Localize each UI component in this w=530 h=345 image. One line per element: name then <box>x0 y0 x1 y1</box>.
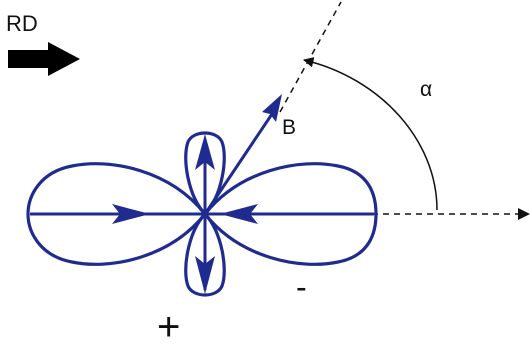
reference-axis-arrowhead <box>518 208 530 220</box>
rd-label: RD <box>6 11 38 36</box>
right-lobe <box>203 162 378 266</box>
b-vector-line <box>203 113 274 215</box>
left-lobe <box>26 162 207 266</box>
right-lobe-arrowhead <box>220 204 258 224</box>
top-lobe <box>184 131 226 216</box>
angle-arc-arrow-icon <box>302 57 438 211</box>
alpha-label: α <box>420 78 432 101</box>
b-label: B <box>282 116 296 139</box>
left-lobe-arrowhead <box>112 204 150 224</box>
minus-label: - <box>296 269 307 305</box>
bottom-lobe <box>184 212 226 297</box>
b-vector-arrowhead <box>262 94 282 122</box>
down-arrowhead <box>195 256 215 294</box>
up-arrowhead <box>195 134 215 170</box>
thick-right-arrow-icon <box>8 42 80 76</box>
plus-label: + <box>157 305 180 345</box>
field-direction-dashed-line <box>279 1 342 113</box>
